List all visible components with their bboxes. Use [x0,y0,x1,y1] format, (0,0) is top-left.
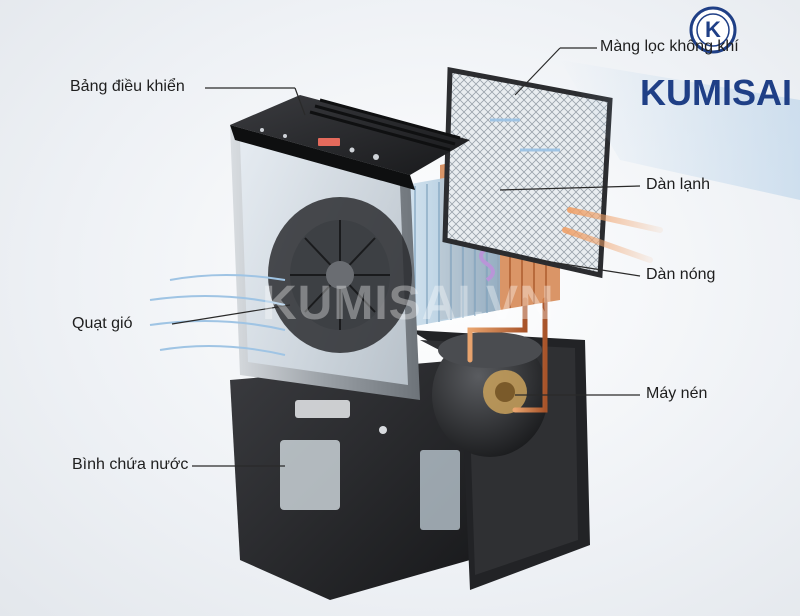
label-air-filter: Màng lọc không khí [600,38,739,55]
label-condenser: Dàn nóng [646,266,716,283]
hot-air-arrows [562,207,663,263]
label-control-panel: Bảng điều khiển [70,78,185,95]
watermark-text: KUMISAI.VN [262,277,555,330]
label-evaporator: Dàn lạnh [646,176,711,193]
label-fan: Quạt gió [72,315,133,332]
blower-fan [268,197,412,353]
label-compressor: Máy nén [646,385,708,402]
copper-pipes [467,297,548,413]
compressor-unit [432,332,548,457]
leader-lines [171,47,641,467]
clean-air-stream [560,60,800,200]
logo-letter: K [705,17,721,42]
brand-name: KUMISAI [640,72,792,113]
air-filter-panel [442,67,613,279]
airflow-arrows [149,118,560,356]
label-water-tank: Bình chứa nước [72,456,189,473]
kumisai-logo-badge [689,6,737,54]
